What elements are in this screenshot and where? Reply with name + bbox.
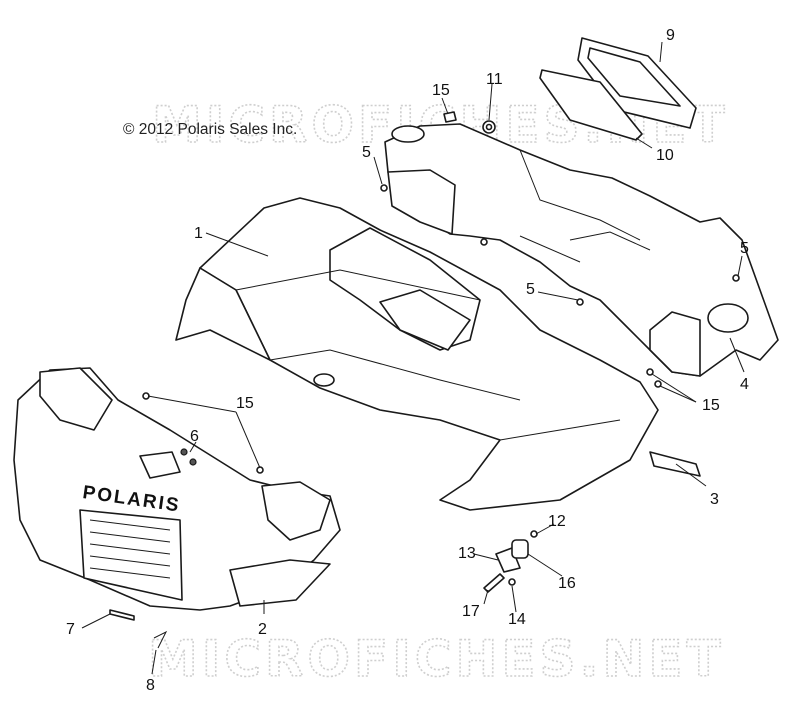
callout-6: 6 (190, 428, 199, 445)
part-11-nut (482, 120, 496, 134)
part-6-clips (180, 448, 197, 466)
callout-11: 11 (486, 71, 503, 88)
callout-1: 1 (194, 225, 203, 242)
callout-9: 9 (666, 27, 675, 44)
watermark-bottom: MICROFICHES.NET (148, 630, 725, 688)
part-8-clip (153, 630, 168, 649)
part-3-latch (649, 451, 701, 477)
callout-17: 17 (462, 603, 480, 620)
leader-lines (81, 41, 745, 675)
callout-2: 2 (258, 621, 267, 638)
part-2-front-fascia: POLARIS (13, 367, 341, 611)
callout-5-top: 5 (362, 144, 371, 161)
callout-8: 8 (146, 677, 155, 694)
callout-5-middle: 5 (526, 281, 535, 298)
parts-12-to-17-hardware (483, 530, 538, 593)
callout-14: 14 (508, 611, 526, 628)
callout-5-right: 5 (740, 240, 749, 257)
callout-15-top: 15 (432, 82, 450, 99)
part-1-hood (175, 197, 659, 511)
part-7-pin (109, 609, 135, 621)
callout-15-right: 15 (702, 397, 720, 414)
callout-7: 7 (66, 621, 75, 638)
callout-labels: 1 2 3 4 5 5 5 6 7 8 9 10 11 12 13 14 15 … (66, 27, 749, 694)
part-4-dash-pod (384, 123, 779, 377)
callout-4: 4 (740, 376, 749, 393)
part-9-trim-frame (577, 37, 697, 129)
callout-16: 16 (558, 575, 576, 592)
part-10-lens (539, 69, 643, 141)
callout-13: 13 (458, 545, 476, 562)
part-5-screws (380, 184, 740, 306)
callout-12: 12 (548, 513, 566, 530)
callout-15-left: 15 (236, 395, 254, 412)
part-15-fastener-top (443, 111, 457, 123)
callout-10: 10 (656, 147, 674, 164)
copyright-notice: © 2012 Polaris Sales Inc. (123, 121, 298, 138)
callout-3: 3 (710, 491, 719, 508)
